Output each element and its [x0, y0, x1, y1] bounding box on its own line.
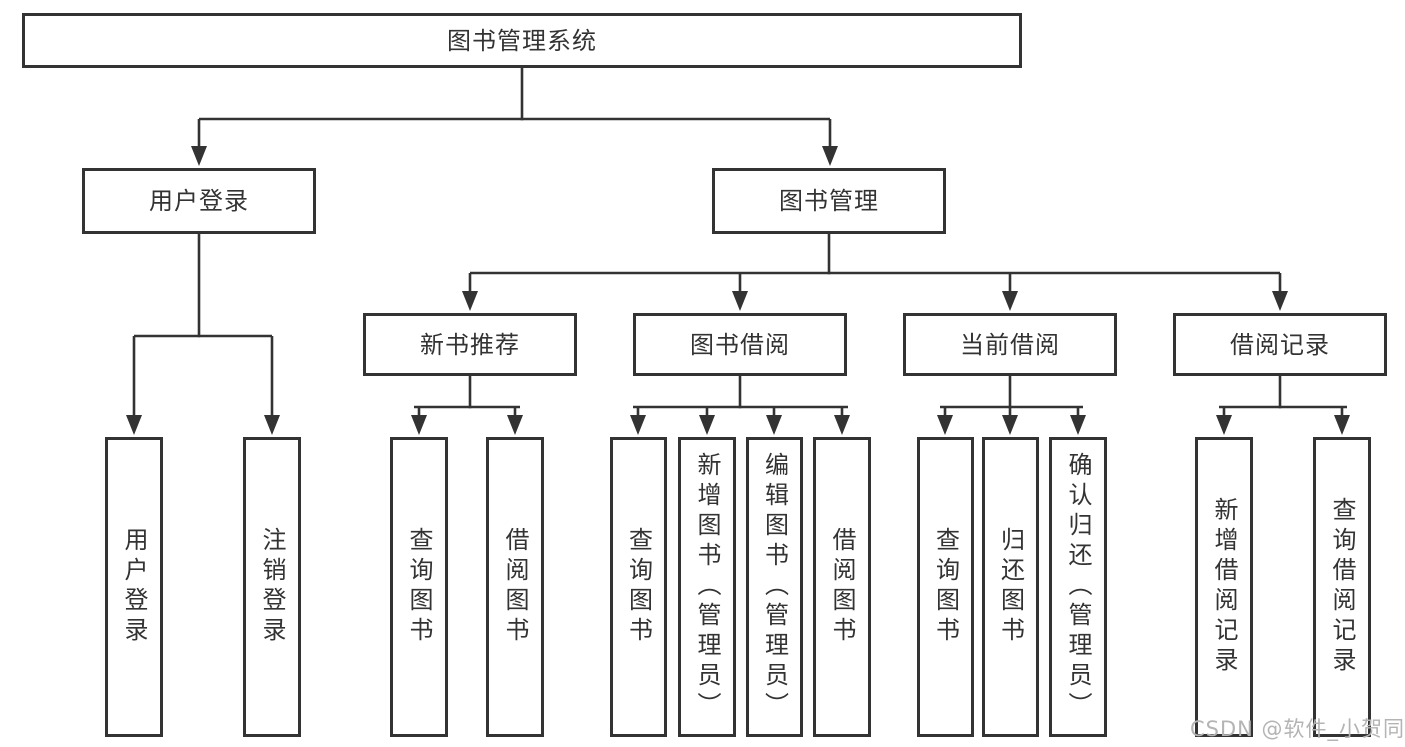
node-borrow-records: 借阅记录	[1173, 313, 1387, 376]
node-leaf-confirm-return: 确认归还（管理员）	[1049, 437, 1107, 737]
node-leaf-query-book-1: 查询图书	[390, 437, 448, 737]
node-current-borrow: 当前借阅	[903, 313, 1117, 376]
node-leaf-query-borrow-record: 查询借阅记录	[1313, 437, 1371, 737]
node-root: 图书管理系统	[22, 13, 1022, 68]
node-book-borrow: 图书借阅	[633, 313, 847, 376]
node-leaf-add-borrow-record: 新增借阅记录	[1195, 437, 1253, 737]
csdn-watermark: CSDN @软件_小贺同学	[1190, 717, 1405, 741]
node-leaf-user-login: 用户登录	[105, 437, 163, 737]
node-user-login: 用户登录	[82, 168, 316, 234]
node-leaf-return-book: 归还图书	[982, 437, 1039, 737]
node-leaf-borrow-book-1: 借阅图书	[486, 437, 544, 737]
node-leaf-add-book: 新增图书（管理员）	[678, 437, 736, 737]
node-leaf-query-book-2: 查询图书	[610, 437, 667, 737]
node-leaf-edit-book: 编辑图书（管理员）	[746, 437, 803, 737]
node-leaf-logout: 注销登录	[243, 437, 301, 737]
node-book-mgmt: 图书管理	[712, 168, 946, 234]
node-leaf-query-book-3: 查询图书	[917, 437, 974, 737]
node-new-book-rec: 新书推荐	[363, 313, 577, 376]
node-leaf-borrow-book-2: 借阅图书	[813, 437, 871, 737]
